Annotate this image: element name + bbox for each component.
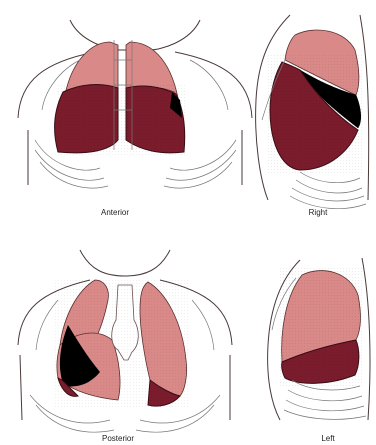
left-lateral-view	[268, 258, 370, 420]
panel-label-anterior: Anterior	[101, 208, 129, 217]
posterior-view	[18, 250, 232, 432]
left-stipple	[280, 268, 364, 388]
right-lateral-view	[256, 15, 369, 209]
panel-label-left: Left	[321, 434, 334, 443]
panel-label-posterior: Posterior	[102, 434, 134, 443]
posterior-stipple	[55, 280, 190, 408]
right-stipple	[268, 55, 364, 175]
anterior-stipple	[58, 84, 186, 156]
panel-label-right: Right	[309, 208, 328, 217]
anterior-view	[18, 20, 252, 188]
